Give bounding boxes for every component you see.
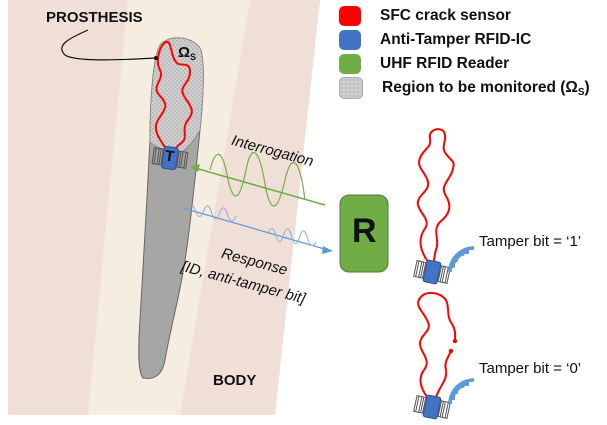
omega-symbol: Ω	[178, 44, 191, 61]
legend-label: Region to be monitored (ΩS)	[382, 79, 590, 98]
wireless-icon-1	[448, 246, 475, 273]
body-label: BODY	[213, 372, 257, 389]
legend-label-text: Region to be monitored (Ω	[382, 78, 578, 96]
wireless-icon-0	[448, 378, 475, 405]
legend-item-sfc-crack-sensor: SFC crack sensor	[339, 4, 590, 28]
legend-label-subscript: S	[577, 86, 585, 98]
reader-letter: R	[352, 212, 377, 250]
omega-subscript: S	[190, 52, 197, 62]
crack-end-top	[452, 338, 458, 344]
legend-item-uhf-rfid-reader: UHF RFID Reader	[339, 52, 590, 76]
tamper-bit-1-label: Tamper bit = ‘1’	[479, 233, 582, 250]
legend-swatch-green	[339, 54, 361, 74]
tag-intact	[412, 257, 452, 287]
legend-label: Anti-Tamper RFID-IC	[380, 31, 532, 48]
pointer-dot	[154, 56, 158, 60]
omega-s-label: ΩS	[178, 44, 196, 62]
legend-swatch-blue	[339, 30, 361, 50]
sfc-sensor-intact	[416, 128, 455, 265]
legend-swatch-dotted	[339, 77, 363, 99]
tissue-right	[180, 0, 320, 415]
legend-item-anti-tamper-rfid-ic: Anti-Tamper RFID-IC	[339, 28, 590, 52]
tag-cracked	[412, 392, 452, 422]
prosthesis-label: PROSTHESIS	[46, 9, 143, 26]
uhf-rfid-reader	[339, 194, 389, 273]
prosthesis-pointer	[61, 29, 157, 61]
sfc-crack-sensor	[154, 40, 193, 153]
sfc-sensor-cracked	[417, 292, 457, 399]
sfc-sensor-cracked-lower	[435, 350, 452, 399]
legend-label: SFC crack sensor	[380, 7, 511, 24]
interrogation-signal	[190, 151, 326, 207]
tamper-bit-0-label: Tamper bit = ‘0’	[479, 360, 582, 377]
legend-swatch-red	[339, 6, 361, 26]
crack-end-bottom	[448, 348, 454, 354]
legend: SFC crack sensor Anti-Tamper RFID-IC UHF…	[339, 4, 590, 100]
legend-label-suffix: )	[584, 78, 590, 96]
legend-label: UHF RFID Reader	[380, 55, 510, 72]
response-signal	[182, 205, 333, 254]
legend-item-region-monitored: Region to be monitored (ΩS)	[339, 76, 590, 100]
